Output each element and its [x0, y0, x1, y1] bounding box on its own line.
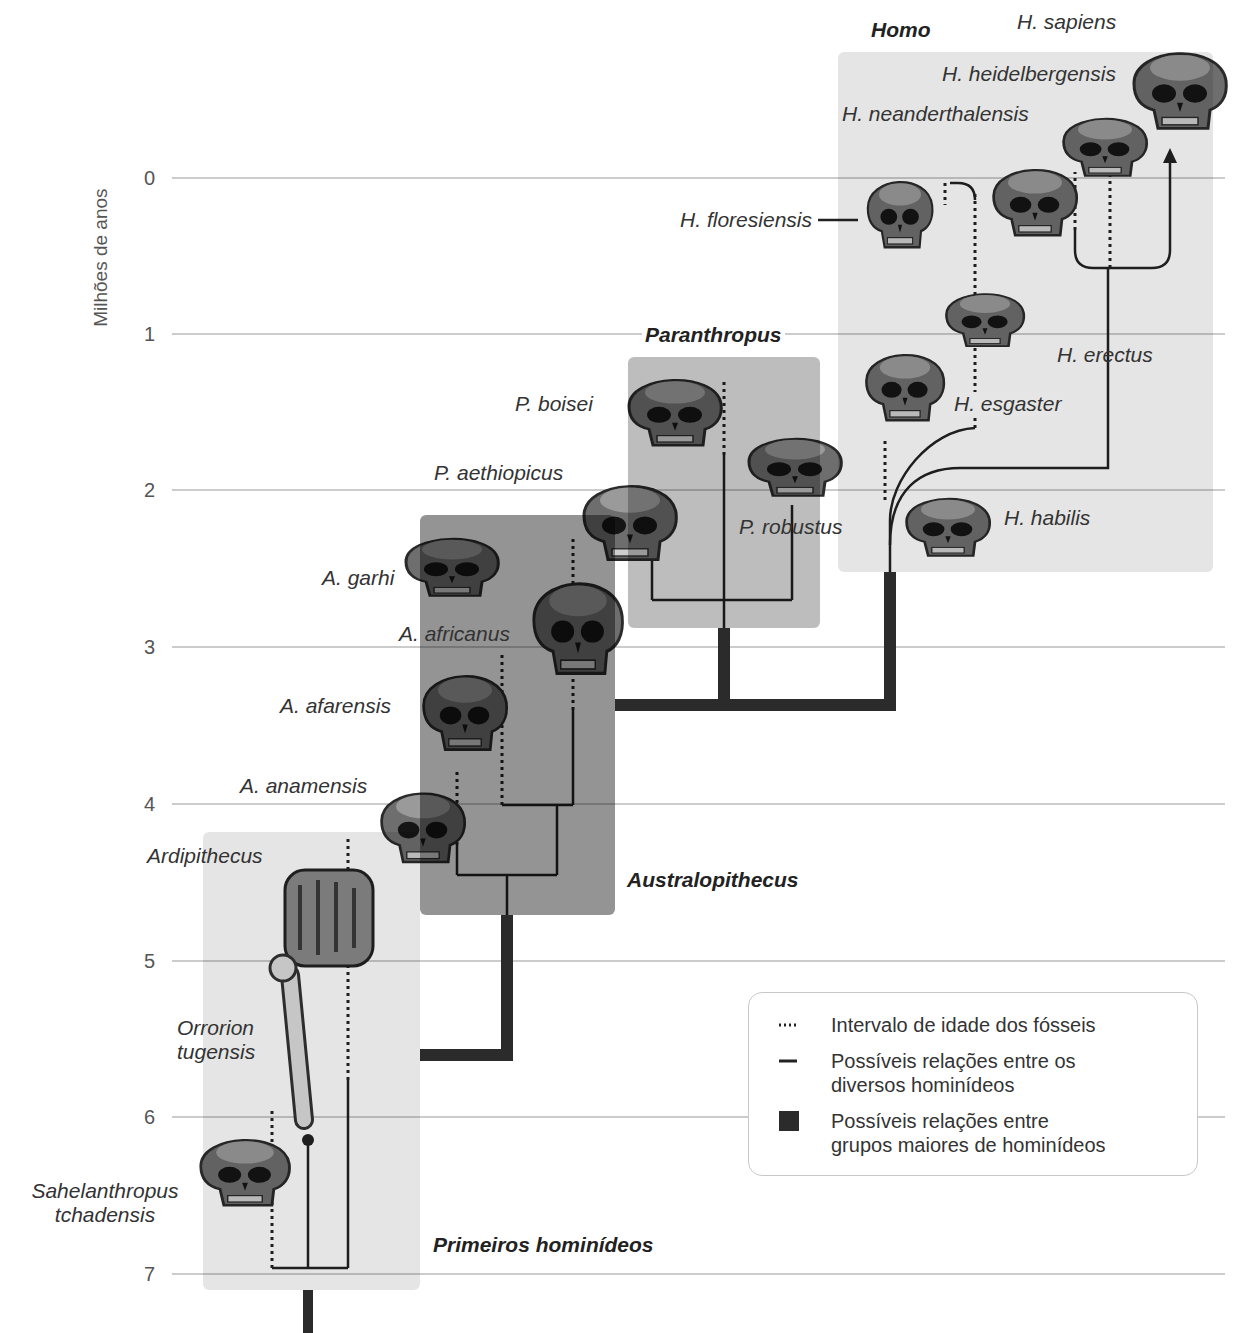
- species-label: H. heidelbergensis: [940, 62, 1118, 86]
- legend-line: [779, 1024, 797, 1027]
- group-connector: [420, 915, 507, 1055]
- group-heading: Paranthropus: [642, 323, 785, 347]
- legend-line: [779, 1060, 797, 1063]
- legend-text: Possíveis relações entre os diversos hom…: [831, 1049, 1106, 1097]
- trunk: [303, 1290, 313, 1333]
- legend-sample: [773, 1013, 813, 1037]
- group-heading: Australopithecus: [624, 868, 802, 892]
- axis-tick-label: 2: [142, 479, 157, 501]
- species-label: H. erectus: [1055, 343, 1155, 367]
- solid-line-sample: [773, 1049, 813, 1073]
- legend-text: Intervalo de idade dos fósseis: [831, 1013, 1106, 1037]
- group-box: Homo: [838, 52, 1213, 572]
- species-label: A. anamensis: [238, 774, 369, 798]
- legend-box: Intervalo de idade dos fósseisPossíveis …: [748, 992, 1198, 1176]
- species-label: H. neanderthalensis: [840, 102, 1031, 126]
- axis-tick-label: 0: [142, 167, 157, 189]
- species-label: A. africanus: [397, 622, 512, 646]
- species-label: Orrorion tugensis: [175, 1016, 279, 1063]
- legend-text: Possíveis relações entre grupos maiores …: [831, 1109, 1106, 1157]
- species-label: Sahelanthropus tchadensis: [8, 1179, 202, 1226]
- species-label: Ardipithecus: [145, 844, 265, 868]
- axis-title: Milhões de anos: [89, 187, 110, 329]
- legend-row: Possíveis relações entre os diversos hom…: [773, 1049, 1175, 1097]
- dotted-line-sample: [773, 1013, 813, 1037]
- legend-row: Intervalo de idade dos fósseis: [773, 1013, 1175, 1037]
- species-label: H. sapiens: [1015, 10, 1118, 34]
- group-heading: Primeiros hominídeos: [430, 1233, 657, 1257]
- legend-sample: [773, 1049, 813, 1073]
- axis-tick-label: 1: [142, 323, 157, 345]
- axis-tick-label: 4: [142, 793, 157, 815]
- group-box: Australopithecus: [420, 515, 615, 915]
- species-label: P. aethiopicus: [432, 461, 565, 485]
- species-label: P. boisei: [513, 392, 595, 416]
- axis-tick-label: 7: [142, 1263, 157, 1285]
- legend-row: Possíveis relações entre grupos maiores …: [773, 1109, 1175, 1157]
- species-label: H. esgaster: [952, 392, 1063, 416]
- species-label: H. habilis: [1002, 506, 1092, 530]
- legend-swatch: [779, 1111, 799, 1131]
- group-box: Paranthropus: [628, 357, 820, 628]
- axis-tick-label: 6: [142, 1106, 157, 1128]
- species-label: H. floresiensis: [678, 208, 814, 232]
- axis-tick-label: 3: [142, 636, 157, 658]
- species-label: P. robustus: [737, 515, 845, 539]
- species-label: A. garhi: [320, 566, 396, 590]
- group-connector: [615, 628, 724, 705]
- legend-sample: [773, 1109, 813, 1133]
- species-label: A. afarensis: [278, 694, 393, 718]
- group-heading: Homo: [868, 18, 934, 42]
- axis-tick-label: 5: [142, 950, 157, 972]
